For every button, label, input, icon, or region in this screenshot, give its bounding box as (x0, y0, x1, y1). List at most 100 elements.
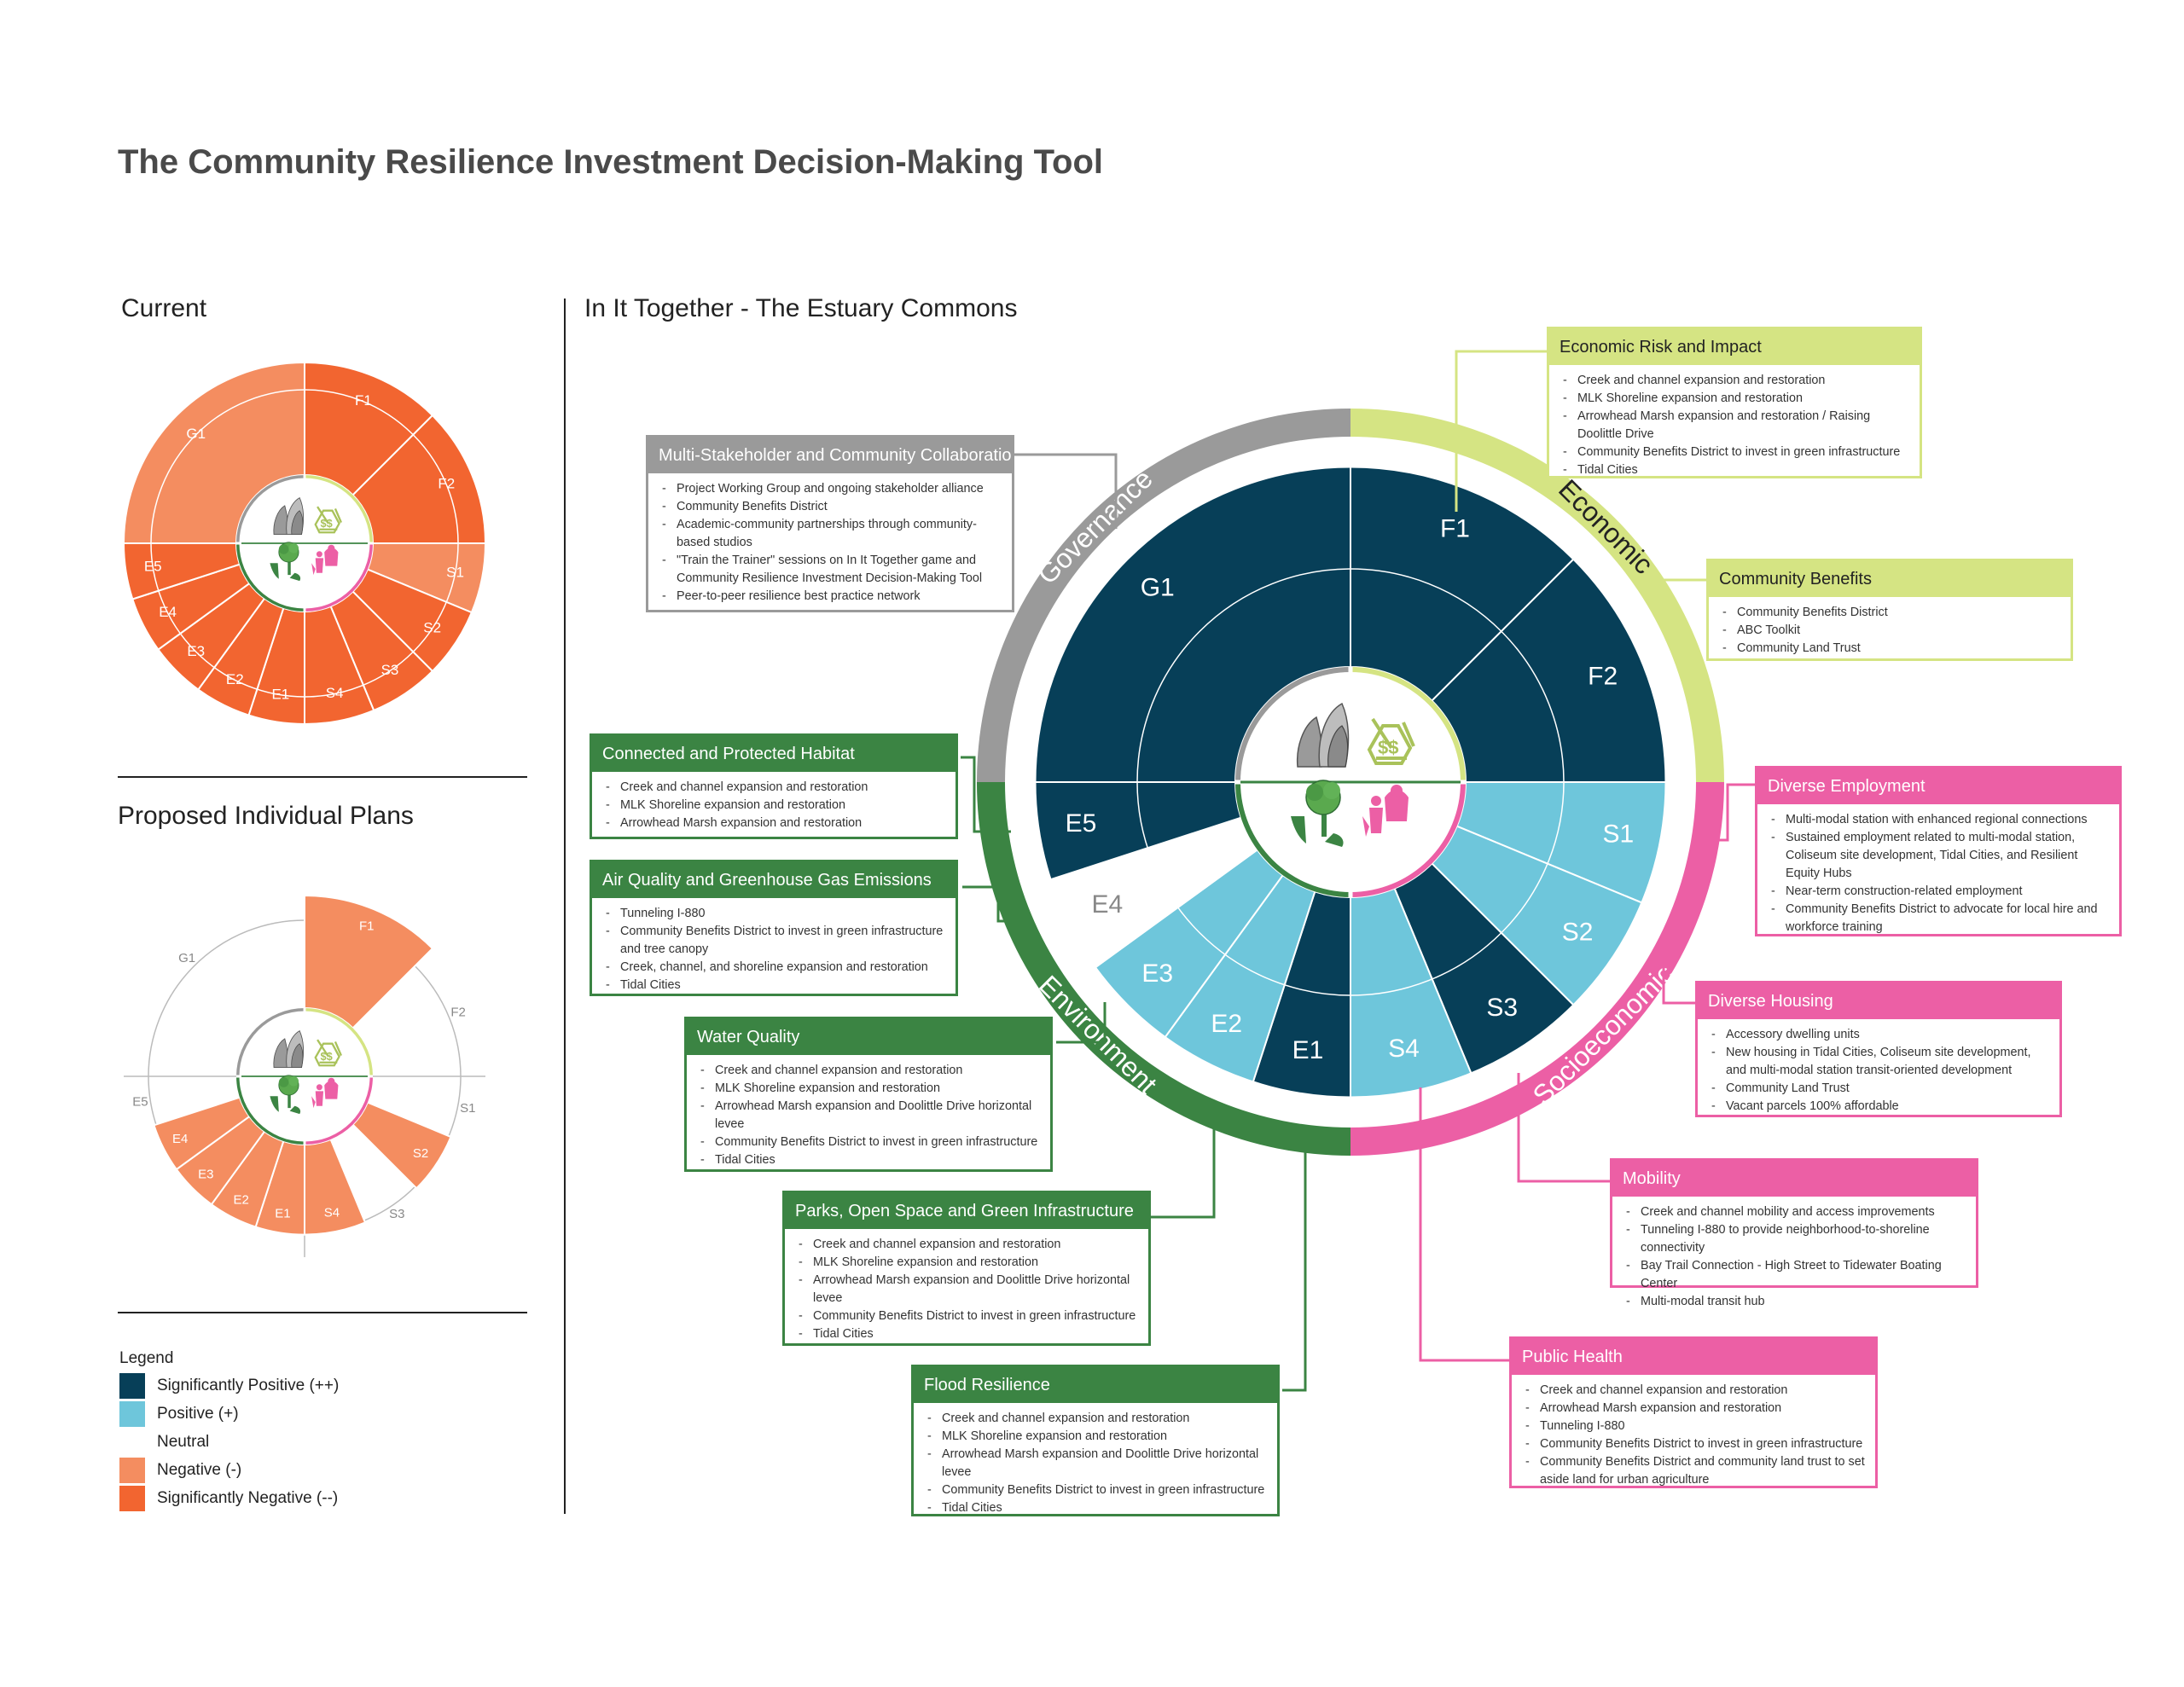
box-list: Creek and channel expansion and restorat… (785, 1229, 1148, 1348)
segment-label-e1: E1 (1292, 1036, 1324, 1064)
box-list-item: MLK Shoreline expansion and restoration (1563, 390, 1911, 408)
category-band (977, 409, 1350, 782)
box-habitat: Connected and Protected Habitat Creek an… (590, 733, 958, 839)
mid-ring (1136, 568, 1565, 996)
box-list-item: Project Working Group and ongoing stakeh… (662, 480, 1003, 498)
segment-f1 (304, 894, 434, 1029)
box-list-item: Community Benefits District to invest in… (927, 1481, 1269, 1499)
box-title: Connected and Protected Habitat (592, 736, 956, 772)
segment-label-f2: F2 (1588, 662, 1618, 690)
box-list-item: Near-term construction-related employmen… (1771, 883, 2111, 901)
box-title: Water Quality (687, 1019, 1050, 1055)
outer-ring (1033, 465, 1668, 1099)
segment-label-e3: E3 (1141, 959, 1173, 988)
segment-label-e1: E1 (271, 686, 289, 702)
segment-label-e2: E2 (1211, 1010, 1242, 1038)
segment-label-s4: S4 (1388, 1035, 1420, 1063)
box-list-item: Community Benefits District to invest in… (1525, 1435, 1867, 1453)
box-list-item: MLK Shoreline expansion and restoration (700, 1080, 1042, 1098)
connector-air (962, 885, 1032, 923)
segment-label-s3: S3 (1486, 994, 1518, 1022)
box-economic-risk: Economic Risk and Impact Creek and chann… (1547, 327, 1922, 478)
connector-flood (1282, 1126, 1307, 1392)
segment-label-s2: S2 (413, 1146, 428, 1161)
legend-swatch (119, 1458, 145, 1483)
box-list-item: Tunneling I-880 (606, 905, 947, 923)
box-list: Creek and channel expansion and restorat… (1549, 365, 1920, 484)
box-list-item: Community Benefits District to invest in… (1563, 443, 1911, 461)
segment-label-e4: E4 (1092, 890, 1124, 919)
divider-proposed (118, 1312, 527, 1313)
box-title: Community Benefits (1709, 561, 2071, 597)
box-mobility: Mobility Creek and channel mobility and … (1610, 1158, 1978, 1308)
box-list-item: Tunneling I-880 (1525, 1417, 1867, 1435)
box-list: Tunneling I-880Community Benefits Distri… (592, 898, 956, 1000)
segment-label-e1: E1 (275, 1207, 290, 1221)
box-list-item: Creek and channel expansion and restorat… (927, 1410, 1269, 1428)
box-title: Flood Resilience (914, 1367, 1277, 1403)
box-diverse-employment: Diverse Employment Multi-modal station w… (1755, 766, 2122, 936)
box-list: Community Benefits DistrictABC ToolkitCo… (1709, 597, 2071, 663)
box-list-item: Tunneling I-880 to provide neighborhood-… (1626, 1221, 1967, 1257)
box-title: Economic Risk and Impact (1549, 329, 1920, 365)
segment-label-s3: S3 (389, 1207, 404, 1221)
legend-swatch (119, 1429, 145, 1455)
box-list-item: MLK Shoreline expansion and restoration (606, 797, 947, 815)
box-list-item: Creek and channel expansion and restorat… (1525, 1382, 1867, 1400)
box-list-item: Community Benefits District to invest in… (799, 1307, 1140, 1325)
box-title: Diverse Housing (1698, 983, 2059, 1019)
segment-label-f1: F1 (355, 392, 372, 409)
box-list-item: Sustained employment related to multi-mo… (1771, 829, 2111, 883)
segment-s4 (304, 1138, 367, 1236)
box-title: Diverse Employment (1757, 768, 2119, 804)
proposed-heading: Proposed Individual Plans (118, 802, 414, 830)
box-list-item: Community Benefits District to invest in… (700, 1133, 1042, 1151)
box-list-item: Community Benefits District to advocate … (1771, 901, 2111, 936)
category-band (1350, 782, 1724, 1156)
box-list-item: Arrowhead Marsh expansion and restoratio… (606, 815, 947, 832)
category-band (1350, 409, 1724, 782)
box-list-item: Creek and channel mobility and access im… (1626, 1203, 1967, 1221)
box-list-item: ABC Toolkit (1722, 622, 2062, 640)
segment-label-f1: F1 (359, 919, 375, 933)
main-heading: In It Together - The Estuary Commons (584, 294, 1018, 322)
box-list-item: Tidal Cities (700, 1151, 1042, 1169)
segment-label-e2: E2 (234, 1193, 249, 1208)
legend-item: Negative (-) (119, 1458, 339, 1483)
box-list-item: Bay Trail Connection - High Street to Ti… (1626, 1257, 1967, 1293)
box-list-item: Creek and channel expansion and restorat… (700, 1062, 1042, 1080)
box-list: Accessory dwelling unitsNew housing in T… (1698, 1019, 2059, 1121)
category-band (977, 782, 1350, 1156)
box-public-health: Public Health Creek and channel expansio… (1509, 1336, 1878, 1488)
box-title: Multi-Stakeholder and Community Collabor… (648, 438, 1012, 473)
box-list-item: Arrowhead Marsh expansion and Doolittle … (799, 1272, 1140, 1307)
box-list: Multi-modal station with enhanced region… (1757, 804, 2119, 942)
box-list-item: Accessory dwelling units (1711, 1026, 2051, 1044)
segment-label-s4: S4 (326, 685, 344, 701)
segment-label-s1: S1 (1602, 820, 1634, 848)
box-title: Parks, Open Space and Green Infrastructu… (785, 1193, 1148, 1229)
box-list-item: Arrowhead Marsh expansion and Doolittle … (927, 1446, 1269, 1481)
box-list-item: MLK Shoreline expansion and restoration (799, 1254, 1140, 1272)
box-list-item: "Train the Trainer" sessions on In It To… (662, 552, 1003, 588)
legend-item: Neutral (119, 1429, 339, 1455)
current-heading: Current (121, 294, 207, 322)
box-diverse-housing: Diverse Housing Accessory dwelling units… (1695, 981, 2062, 1117)
box-list-item: Peer-to-peer resilience best practice ne… (662, 588, 1003, 606)
box-list-item: Community Benefits District (662, 498, 1003, 516)
connector-public-health (1419, 1087, 1516, 1362)
connector-multi (1014, 453, 1118, 529)
box-multi-stakeholder: Multi-Stakeholder and Community Collabor… (646, 435, 1014, 612)
segment-label-s3: S3 (381, 662, 399, 678)
box-list-item: Community Land Trust (1722, 640, 2062, 658)
segment-label-s4: S4 (324, 1205, 340, 1220)
legend-title: Legend (119, 1349, 174, 1367)
segment-label-e4: E4 (172, 1132, 188, 1146)
box-list-item: Creek, channel, and shoreline expansion … (606, 959, 947, 977)
box-community-benefits: Community Benefits Community Benefits Di… (1706, 559, 2073, 661)
connector-water (1056, 1002, 1107, 1044)
box-list-item: Arrowhead Marsh expansion and restoratio… (1563, 408, 1911, 443)
